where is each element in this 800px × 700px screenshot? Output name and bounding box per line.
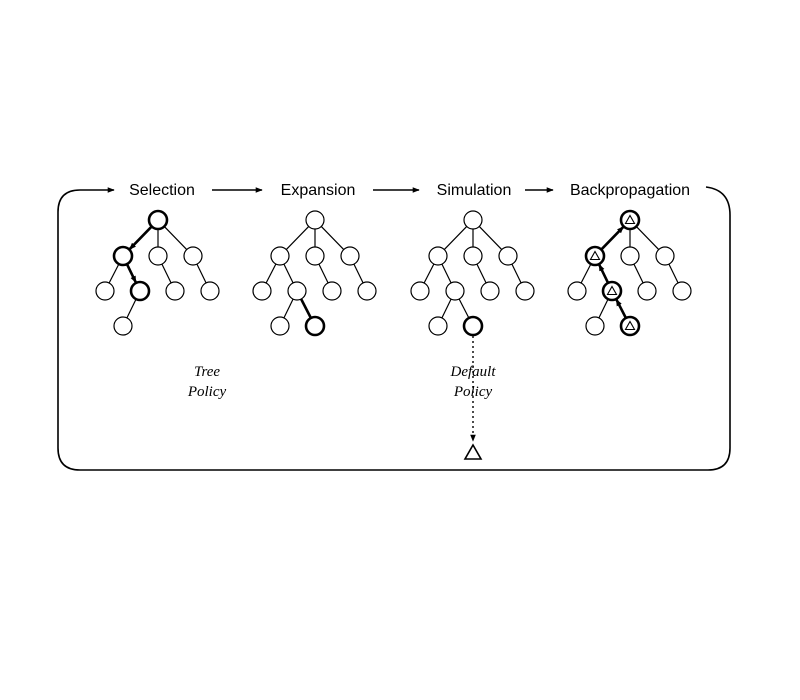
tree-arrow: [597, 263, 610, 284]
tree-node: [672, 281, 692, 301]
stage-selection-label: Selection: [129, 182, 195, 199]
tree-node: [322, 281, 342, 301]
tree-node: [515, 281, 535, 301]
tree-arrow: [128, 225, 153, 251]
tree-edge: [161, 263, 172, 284]
tree-edge: [633, 263, 644, 284]
tree-policy-label-line2: Policy: [187, 384, 227, 400]
tree-edge: [196, 263, 207, 284]
tree-node: [480, 281, 500, 301]
tree-edge: [285, 226, 310, 250]
tree-node: [498, 246, 518, 266]
stage-backpropagation-label: Backpropagation: [570, 182, 690, 199]
backpropagation-tree: [567, 209, 692, 337]
tree-arrow: [125, 263, 138, 284]
tree-edge: [126, 298, 137, 319]
tree-node: [165, 281, 185, 301]
tree-node-highlighted: [462, 315, 484, 337]
tree-edge: [478, 226, 503, 250]
tree-node-highlighted: [112, 245, 134, 267]
tree-edge: [441, 298, 452, 319]
tree-node-highlighted: [601, 280, 623, 302]
tree-node-highlighted: [584, 245, 606, 267]
simulation-tree: [410, 210, 535, 337]
tree-node-highlighted: [304, 315, 326, 337]
tree-edge: [320, 226, 345, 250]
tree-node-highlighted: [147, 209, 169, 231]
tree-edge: [441, 263, 452, 284]
tree-edge: [108, 263, 120, 284]
tree-node: [287, 281, 307, 301]
value-triangle-icon: [589, 250, 601, 261]
tree-node: [113, 316, 133, 336]
tree-edge: [423, 263, 435, 284]
value-triangle-icon: [606, 285, 618, 296]
tree-node: [585, 316, 605, 336]
tree-node: [148, 246, 168, 266]
tree-edge: [458, 298, 470, 319]
tree-edge: [443, 226, 468, 250]
tree-edge: [668, 263, 679, 284]
tree-node: [357, 281, 377, 301]
tree-node: [183, 246, 203, 266]
tree-edge: [353, 263, 364, 284]
tree-node-highlighted: [619, 315, 641, 337]
tree-node: [567, 281, 587, 301]
tree-node: [428, 246, 448, 266]
loop-frame: [57, 186, 731, 471]
tree-node: [410, 281, 430, 301]
tree-edge: [163, 226, 188, 250]
tree-arrow: [600, 225, 625, 251]
tree-node: [200, 281, 220, 301]
tree-node: [428, 316, 448, 336]
tree-edge: [283, 263, 294, 284]
tree-edge: [283, 298, 294, 319]
expansion-tree: [252, 210, 377, 337]
tree-edge: [476, 263, 487, 284]
tree-edge: [598, 298, 609, 319]
tree-node: [637, 281, 657, 301]
tree-edge: [318, 263, 329, 284]
tree-node: [463, 210, 483, 230]
tree-node-highlighted: [129, 280, 151, 302]
tree-node: [252, 281, 272, 301]
tree-edge: [580, 263, 592, 284]
selection-tree: [95, 209, 220, 336]
tree-node: [270, 316, 290, 336]
tree-edge: [265, 263, 277, 284]
tree-edge: [299, 298, 313, 319]
tree-node-highlighted: [619, 209, 641, 231]
stage-simulation-label: Simulation: [437, 182, 512, 199]
tree-node: [620, 246, 640, 266]
tree-node: [305, 246, 325, 266]
tree-node: [655, 246, 675, 266]
tree-node: [95, 281, 115, 301]
value-triangle-icon: [624, 214, 636, 225]
tree-edge: [635, 226, 660, 250]
tree-node: [305, 210, 325, 230]
tree-policy-label-line1: Tree: [194, 364, 220, 380]
tree-edge: [511, 263, 522, 284]
tree-node: [340, 246, 360, 266]
stage-expansion-label: Expansion: [281, 182, 356, 199]
terminal-triangle-icon: [463, 443, 483, 460]
value-triangle-icon: [624, 320, 636, 331]
tree-node: [445, 281, 465, 301]
tree-node: [463, 246, 483, 266]
tree-arrow: [615, 298, 628, 319]
tree-node: [270, 246, 290, 266]
